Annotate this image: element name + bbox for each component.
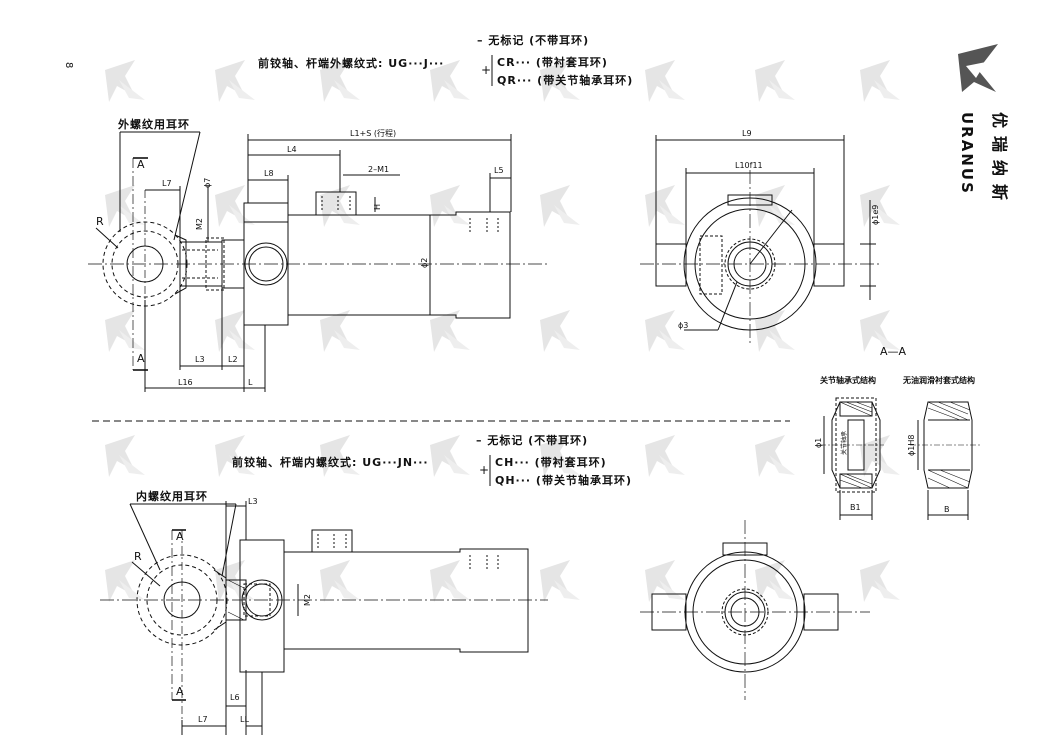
top-header-plus: +: [481, 63, 491, 77]
top-header-option-cr: CR··· (带衬套耳环): [497, 55, 608, 69]
uranus-logo: [958, 44, 998, 92]
dim-bottom-L3: L3: [248, 497, 258, 506]
dim-phi1H8: ϕ1H8: [907, 435, 916, 456]
bottom-header-plus: +: [479, 463, 489, 477]
page-number: 8: [63, 62, 74, 68]
dim-phi2: ϕ2: [420, 258, 429, 268]
dim-phi7: ϕ7: [203, 178, 212, 188]
dim-L16: L16: [178, 378, 193, 387]
bottom-model-header: 前铰轴、杆端内螺纹式: UG···JN··· – 无标记 (不带耳环) + CH…: [232, 433, 632, 487]
dim-L10f11: L10f11: [735, 161, 763, 170]
brand-name-en: URANUS: [958, 112, 976, 195]
bottom-header-option-none: – 无标记 (不带耳环): [476, 433, 588, 447]
dim-stroke: L1+S (行程): [350, 128, 396, 138]
dim-L: L: [248, 378, 253, 387]
top-side-view: [88, 131, 548, 392]
section-right-title: 无油润滑衬套式结构: [902, 375, 975, 385]
section-marker-a-top: A: [137, 158, 145, 171]
bottom-header-prefix: 前铰轴、杆端内螺纹式: UG···JN···: [232, 455, 429, 469]
section-a-a: A—A 关节轴承式结构 无油润滑衬套式结构: [814, 345, 980, 520]
top-side-view-labels: 外螺纹用耳环 L1+S (行程) L4 L8 2–M1 L5 L7 ϕ7 M2 …: [96, 117, 504, 387]
top-header-prefix: 前铰轴、杆端外螺纹式: UG···J···: [258, 56, 444, 70]
top-end-view: [640, 135, 880, 345]
dim-bottom-L7: L7: [198, 715, 208, 724]
top-model-header: 前铰轴、杆端外螺纹式: UG···J··· – 无标记 (不带耳环) + CR·…: [258, 33, 633, 87]
dim-B1: B1: [850, 503, 861, 512]
dim-bottom-M2: M2: [303, 594, 312, 606]
bottom-header-option-ch: CH··· (带衬套耳环): [495, 455, 607, 469]
brand-name-cn: 优瑞纳斯: [990, 112, 1009, 208]
section-left-title: 关节轴承式结构: [820, 375, 876, 385]
dim-L3: L3: [195, 355, 205, 364]
top-header-option-none: – 无标记 (不带耳环): [477, 33, 589, 47]
ear-label-external: 外螺纹用耳环: [117, 117, 190, 131]
dim-M2: M2: [195, 218, 204, 230]
dim-L7: L7: [162, 179, 172, 188]
bottom-side-view: [100, 501, 548, 735]
dim-B: B: [944, 505, 950, 514]
dim-R: R: [96, 215, 104, 228]
section-title: A—A: [880, 345, 907, 358]
dim-phi1e9: ϕ1e9: [871, 205, 880, 225]
dim-H: H: [373, 204, 382, 210]
label-bearing: 关节轴承: [840, 431, 848, 455]
top-end-view-labels: L9 L10f11 ϕ1e9 ϕ3: [678, 129, 880, 330]
section-marker-a-bottom-bottom: A: [176, 685, 184, 698]
bottom-end-view: [640, 520, 870, 700]
bottom-header-option-qh: QH··· (带关节轴承耳环): [495, 473, 632, 487]
dim-L4: L4: [287, 145, 297, 154]
dim-2M1: 2–M1: [368, 165, 389, 174]
dim-section-phi1: ϕ1: [814, 438, 823, 448]
dim-L5: L5: [494, 166, 504, 175]
section-marker-a-top-bottom: A: [176, 530, 184, 543]
dim-L8: L8: [264, 169, 274, 178]
watermark-pattern: [105, 60, 900, 602]
dim-L9: L9: [742, 129, 752, 138]
dim-bottom-R: R: [134, 550, 142, 563]
top-header-option-qr: QR··· (带关节轴承耳环): [497, 73, 633, 87]
bottom-side-view-labels: 内螺纹用耳环 L3 A A R M2 L6 L7 LL: [134, 489, 312, 724]
section-marker-a-bottom: A: [137, 352, 145, 365]
ear-label-internal: 内螺纹用耳环: [136, 489, 208, 503]
dim-L6: L6: [230, 693, 240, 702]
dim-LL: LL: [240, 715, 249, 724]
dim-L2: L2: [228, 355, 238, 364]
dim-phi3: ϕ3: [678, 321, 688, 330]
